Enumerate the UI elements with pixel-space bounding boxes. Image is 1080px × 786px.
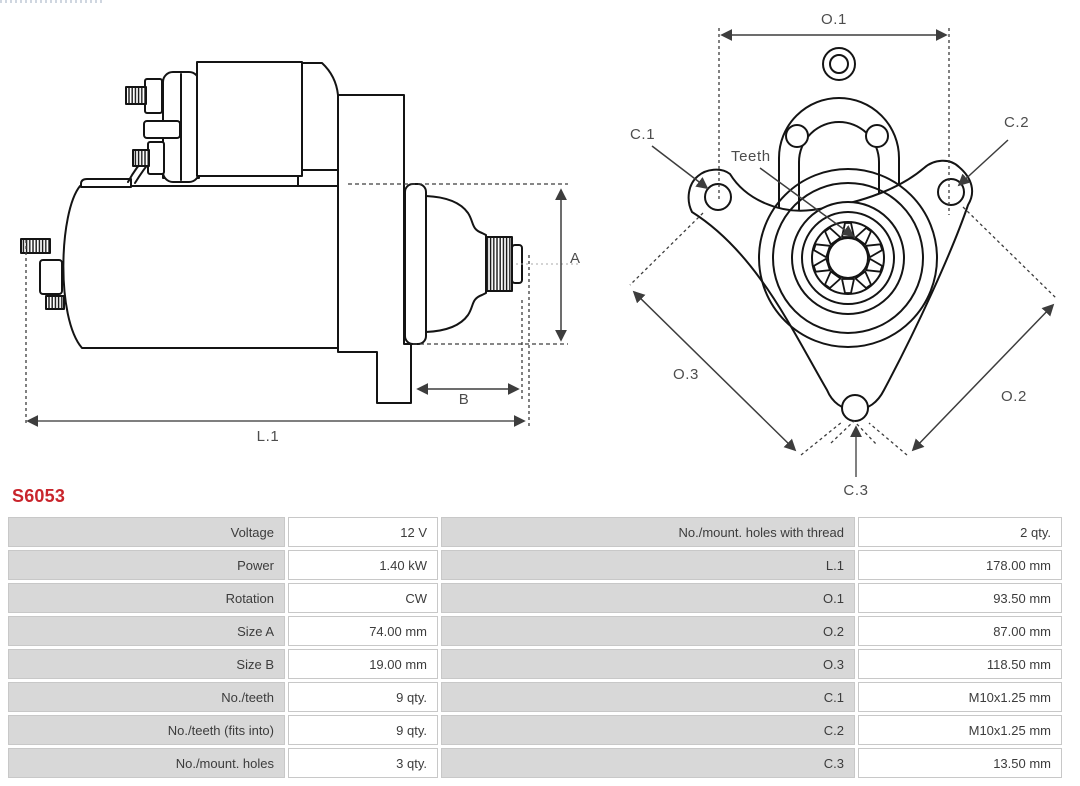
terminal-nut-upper	[144, 78, 163, 114]
side-view-drawing	[20, 61, 523, 404]
spec-value-cell: 12 V	[288, 517, 438, 547]
dim-o1-label: O.1	[821, 11, 847, 28]
shaft-bore	[827, 237, 869, 279]
spec-label-cell: O.3	[441, 649, 855, 679]
terminal-nut-lower	[147, 141, 165, 175]
side-body-ledge	[80, 178, 132, 188]
nose-cone	[425, 195, 487, 333]
dim-b-label: B	[459, 391, 470, 408]
spec-value-cell: 3 qty.	[288, 748, 438, 778]
part-number: S6053	[12, 486, 66, 506]
side-body	[62, 185, 339, 349]
dim-l1-label: L.1	[257, 428, 280, 445]
starter-motor-diagram: A B L.1	[20, 11, 1057, 499]
dim-c3-label: C.3	[843, 482, 868, 499]
spec-table: Voltage 12 V No./mount. holes with threa…	[8, 517, 1062, 778]
front-view-dimensions	[629, 28, 1057, 477]
spec-value-cell: 93.50 mm	[858, 583, 1062, 613]
spec-label-cell: No./mount. holes with thread	[441, 517, 855, 547]
dim-o3-label: O.3	[673, 366, 699, 383]
spec-label-cell: O.2	[441, 616, 855, 646]
arch-inner	[798, 121, 880, 216]
spec-value-cell: 1.40 kW	[288, 550, 438, 580]
side-bracket	[337, 94, 412, 404]
dim-a-label: A	[570, 250, 581, 267]
spline-ring	[811, 221, 885, 295]
solenoid-body	[196, 61, 303, 177]
spec-label-cell: C.2	[441, 715, 855, 745]
spec-value-cell: CW	[288, 583, 438, 613]
hole-c2	[937, 178, 965, 206]
hole-c1	[704, 183, 732, 211]
spec-label-cell: L.1	[441, 550, 855, 580]
hole-c3	[841, 394, 869, 422]
spec-label-cell: Size A	[8, 616, 285, 646]
dim-o2-label: O.2	[1001, 388, 1027, 405]
spec-label-cell: No./teeth (fits into)	[8, 715, 285, 745]
side-view-dimensions	[25, 183, 578, 428]
spec-value-cell: M10x1.25 mm	[858, 715, 1062, 745]
leader-c2	[957, 139, 1009, 187]
spec-value-cell: 74.00 mm	[288, 616, 438, 646]
spec-label-cell: No./teeth	[8, 682, 285, 712]
spec-value-cell: 178.00 mm	[858, 550, 1062, 580]
dim-o2-line	[911, 303, 1055, 452]
spec-value-cell: 9 qty.	[288, 682, 438, 712]
spec-label-cell: Size B	[8, 649, 285, 679]
side-bracket-top	[301, 62, 339, 96]
pinion-gear	[485, 236, 513, 292]
spec-label-cell: No./mount. holes	[8, 748, 285, 778]
spec-label-cell: C.1	[441, 682, 855, 712]
leader-teeth	[759, 167, 855, 238]
terminal-thread-lower	[132, 149, 150, 167]
spec-label-cell: Rotation	[8, 583, 285, 613]
spec-value-cell: 19.00 mm	[288, 649, 438, 679]
solenoid-cap	[162, 71, 200, 183]
spec-label-cell: Voltage	[8, 517, 285, 547]
spec-value-cell: 87.00 mm	[858, 616, 1062, 646]
front-flange	[687, 159, 974, 411]
terminal-thread-upper	[125, 86, 147, 105]
leader-c1	[651, 145, 709, 190]
spec-value-cell: 2 qty.	[858, 517, 1062, 547]
spec-label-cell: C.3	[441, 748, 855, 778]
corner-artifact	[0, 0, 102, 3]
spec-value-cell: M10x1.25 mm	[858, 682, 1062, 712]
spec-value-cell: 9 qty.	[288, 715, 438, 745]
dim-o3-line	[632, 290, 797, 452]
pinion-end-cap	[511, 244, 523, 284]
arch-top-lug	[822, 47, 856, 81]
front-view-drawing	[687, 47, 974, 422]
rear-stud-thread	[20, 238, 51, 254]
arch-hole-right	[865, 124, 889, 148]
spline-teeth	[812, 222, 884, 294]
spec-value-cell: 118.50 mm	[858, 649, 1062, 679]
dim-c2-label: C.2	[1004, 114, 1029, 131]
teeth-label: Teeth	[731, 148, 771, 165]
mounting-flange	[404, 183, 427, 345]
spec-label-cell: Power	[8, 550, 285, 580]
arch-outer	[778, 97, 900, 216]
arch-hole-left	[785, 124, 809, 148]
dim-c1-label: C.1	[630, 126, 655, 143]
spec-label-cell: O.1	[441, 583, 855, 613]
spec-value-cell: 13.50 mm	[858, 748, 1062, 778]
